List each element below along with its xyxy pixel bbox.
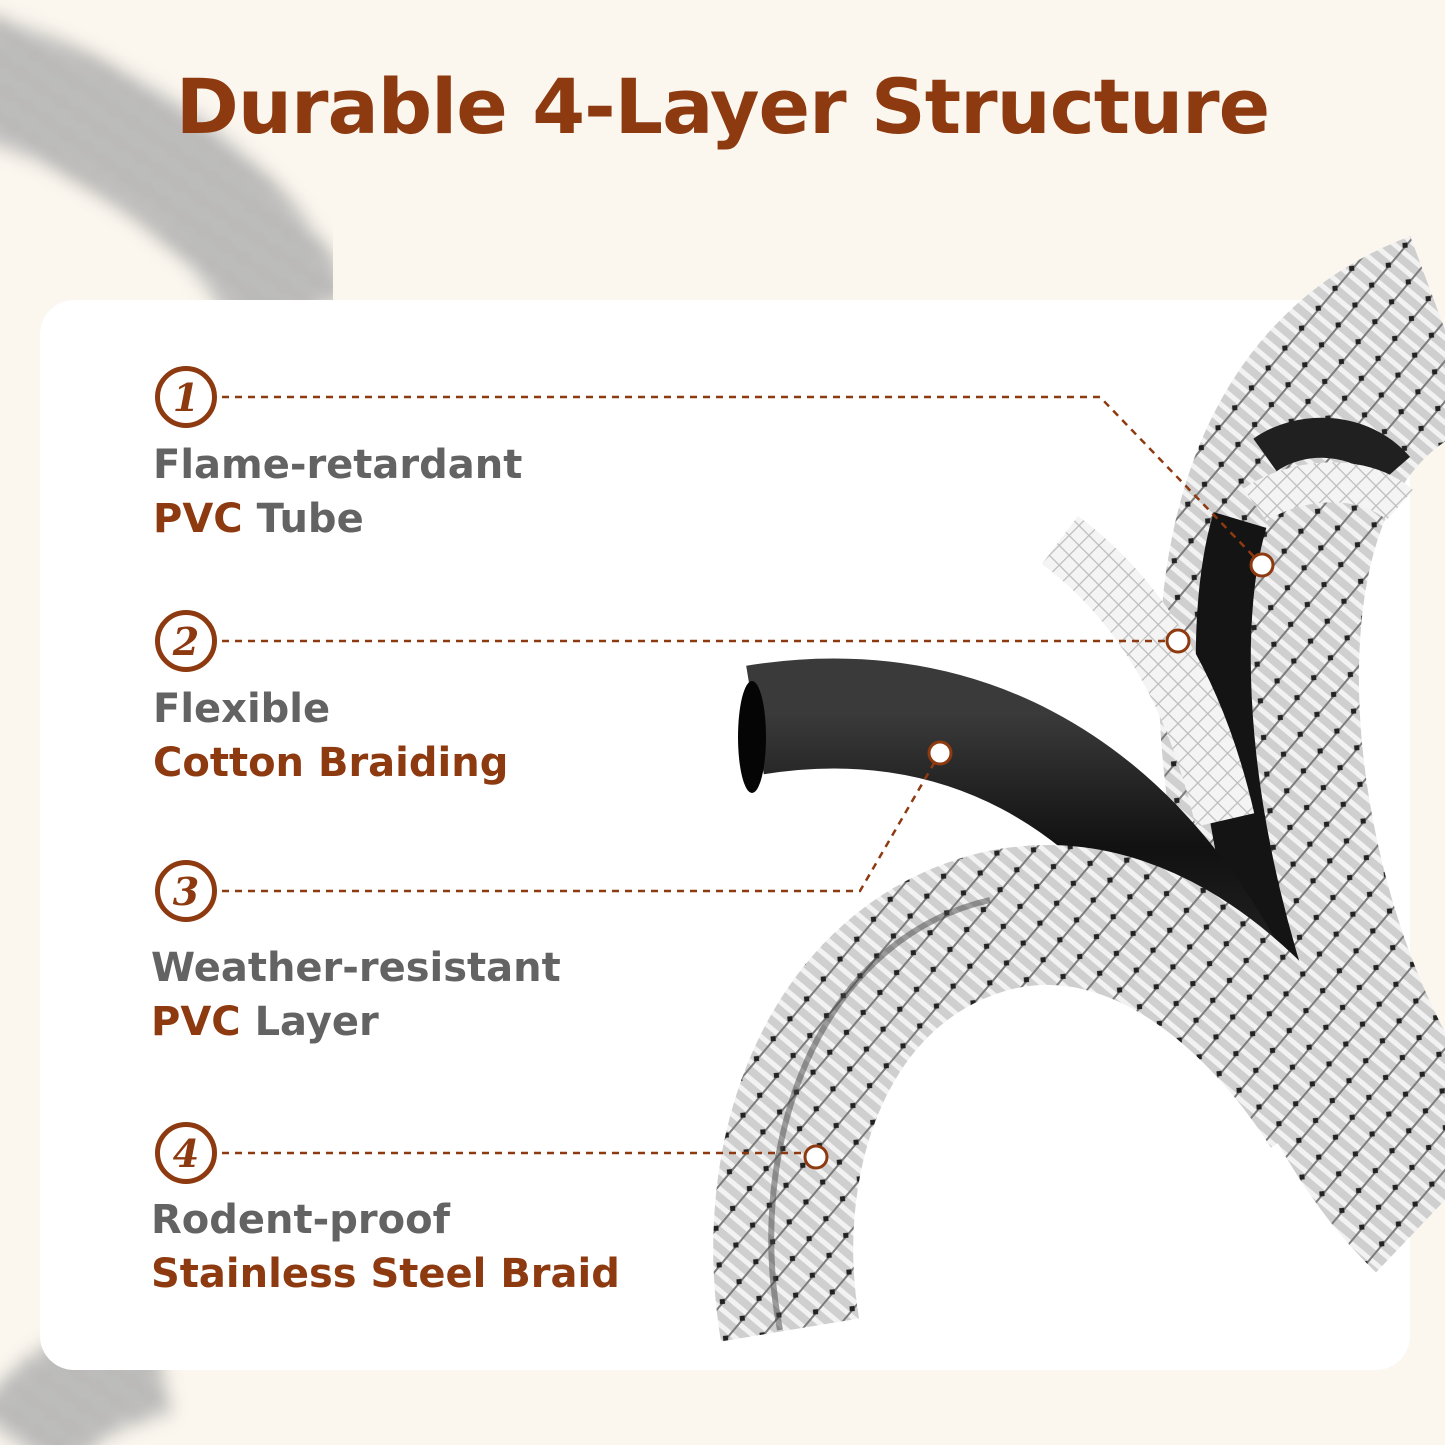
- marker-dot-2: [1165, 628, 1191, 654]
- number-badge-1: 1: [155, 366, 217, 428]
- layer-3-line1: Weather-resistant: [151, 945, 561, 991]
- marker-dot-1: [1249, 552, 1275, 578]
- number-badge-2: 2: [155, 610, 217, 672]
- leader-line-3: [222, 752, 942, 893]
- marker-dot-4: [803, 1144, 829, 1170]
- page-title: Durable 4-Layer Structure: [175, 62, 1270, 151]
- layer-4-line2: Stainless Steel Braid: [151, 1251, 620, 1297]
- layer-1-line2: PVC Tube: [153, 496, 364, 542]
- marker-dot-3: [927, 740, 953, 766]
- mesh-strip: [1041, 516, 1255, 827]
- leader-line-1: [222, 395, 1263, 566]
- lower-steel-arch: [713, 845, 1390, 1342]
- layer-2-line2: Cotton Braiding: [153, 740, 509, 786]
- layer-3-line2: PVC Layer: [151, 999, 379, 1045]
- layer-4-line1: Rodent-proof: [151, 1197, 450, 1243]
- number-badge-4: 4: [155, 1122, 217, 1184]
- layer-1-line1: Flame-retardant: [153, 442, 523, 488]
- number-badge-3: 3: [155, 860, 217, 922]
- layer-2-line1: Flexible: [153, 686, 331, 732]
